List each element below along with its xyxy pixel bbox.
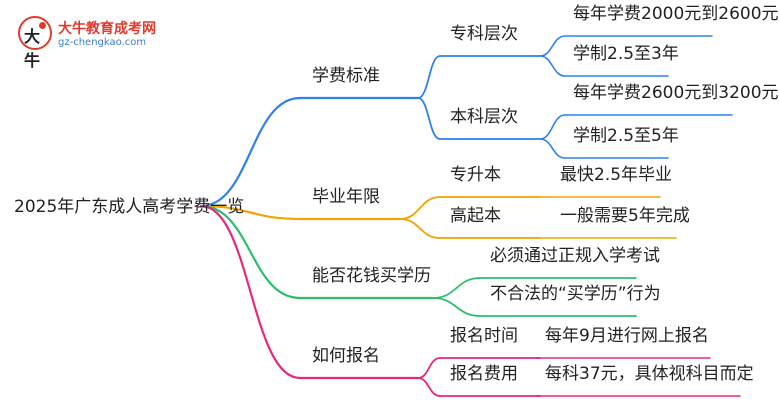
leaf-link bbox=[539, 114, 566, 140]
sub-label: 高起本 bbox=[450, 206, 501, 226]
sub-label: 报名时间 bbox=[450, 326, 518, 346]
leaf-label: 学制2.5至5年 bbox=[573, 126, 679, 146]
logo-dot bbox=[39, 22, 46, 29]
sub-label: 不合法的“买学历”行为 bbox=[490, 284, 661, 304]
sub-link bbox=[432, 297, 481, 317]
leaf-link bbox=[539, 35, 566, 57]
connector-lines bbox=[199, 35, 741, 397]
site-logo[interactable]: 大牛 大牛教育成考网 gz-chengkao.com bbox=[18, 14, 178, 70]
sub-link bbox=[417, 377, 441, 397]
root-topic: 2025年广东成人高考学费一览 bbox=[14, 197, 245, 217]
sub-label: 本科层次 bbox=[450, 107, 518, 127]
leaf-label: 每年9月进行网上报名 bbox=[545, 326, 709, 346]
sub-link bbox=[417, 55, 441, 99]
sub-link bbox=[432, 277, 481, 299]
sub-label: 专升本 bbox=[450, 165, 501, 185]
sub-label: 必须通过正规入学考试 bbox=[490, 246, 660, 266]
leaf-label: 每科37元，具体视科目而定 bbox=[545, 364, 754, 384]
logo-mark-icon: 大牛 bbox=[18, 16, 52, 70]
sub-link bbox=[417, 357, 441, 379]
branch-label: 如何报名 bbox=[312, 346, 380, 366]
branch-link bbox=[199, 204, 302, 380]
leaf-link bbox=[539, 55, 566, 77]
branch-link bbox=[199, 204, 302, 300]
logo-mark-text: 大牛 bbox=[24, 27, 41, 70]
sub-label: 专科层次 bbox=[450, 24, 518, 44]
sub-link bbox=[399, 218, 441, 239]
leaf-label: 每年学费2600元到3200元 bbox=[573, 83, 779, 103]
branch-label: 毕业年限 bbox=[312, 187, 380, 207]
branch-label: 能否花钱买学历 bbox=[312, 266, 431, 286]
branch-link bbox=[199, 204, 302, 221]
sub-link bbox=[399, 196, 441, 220]
sub-link bbox=[417, 97, 441, 140]
logo-name: 大牛教育成考网 bbox=[58, 21, 156, 37]
logo-url: gz-chengkao.com bbox=[58, 37, 147, 48]
leaf-label: 每年学费2000元到2600元 bbox=[573, 4, 779, 24]
leaf-label: 学制2.5至3年 bbox=[573, 44, 679, 64]
sub-label: 报名费用 bbox=[450, 364, 518, 384]
branch-label: 学费标准 bbox=[312, 66, 380, 86]
branch-link bbox=[199, 96, 302, 208]
leaf-label: 一般需要5年完成 bbox=[560, 206, 690, 226]
leaf-link bbox=[539, 138, 566, 159]
leaf-label: 最快2.5年毕业 bbox=[560, 165, 673, 185]
mind-map: 大牛 大牛教育成考网 gz-chengkao.com 2025年广东成人高考学费… bbox=[14, 6, 779, 397]
